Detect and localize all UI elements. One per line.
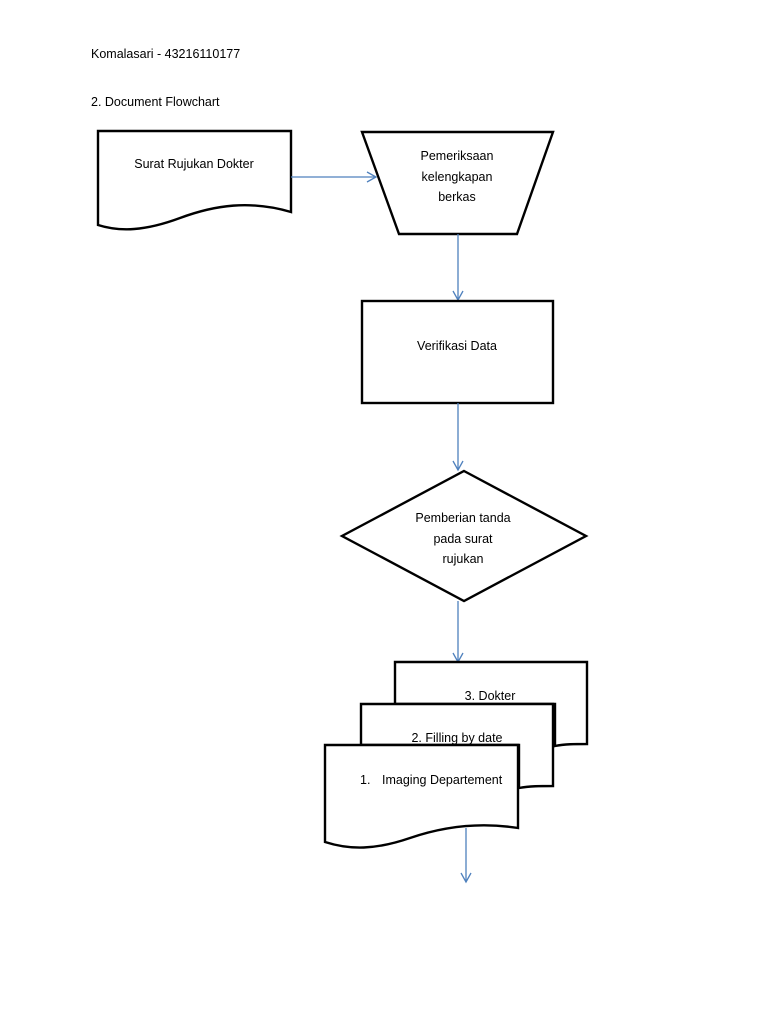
pemeriksaan-node: Pemeriksaan kelengkapan berkas [360, 130, 555, 236]
pemberian-tanda-node: Pemberian tanda pada surat rujukan [339, 469, 589, 603]
pemberian-label-line-2: pada surat [433, 532, 493, 546]
copy-2-label: 2. Filling by date [411, 731, 502, 745]
process-shape [360, 299, 555, 405]
section-title: 2. Document Flowchart [91, 95, 220, 109]
manual-operation-shape [360, 130, 555, 236]
author-line: Komalasari - 43216110177 [91, 47, 241, 61]
pemeriksaan-label-line-3: berkas [438, 190, 476, 204]
copies-node: 3. Dokter 2. Filling by date 1. Imaging … [323, 660, 589, 849]
surat-rujukan-label: Surat Rujukan Dokter [134, 157, 254, 171]
pemberian-label-line-3: rujukan [443, 552, 484, 566]
document-shape [96, 129, 293, 231]
pemberian-label-line-1: Pemberian tanda [415, 511, 510, 525]
verifikasi-label: Verifikasi Data [417, 339, 497, 353]
copy-1-number: 1. [360, 773, 370, 787]
copy-1-label: Imaging Departement [382, 773, 503, 787]
pemeriksaan-label-line-2: kelengkapan [422, 170, 493, 184]
copy-3-label: 3. Dokter [465, 689, 516, 703]
verifikasi-node: Verifikasi Data [360, 299, 555, 405]
pemeriksaan-label-line-1: Pemeriksaan [421, 149, 494, 163]
decision-shape [339, 469, 589, 603]
document-page-1 [323, 743, 520, 849]
surat-rujukan-node: Surat Rujukan Dokter [96, 129, 293, 231]
